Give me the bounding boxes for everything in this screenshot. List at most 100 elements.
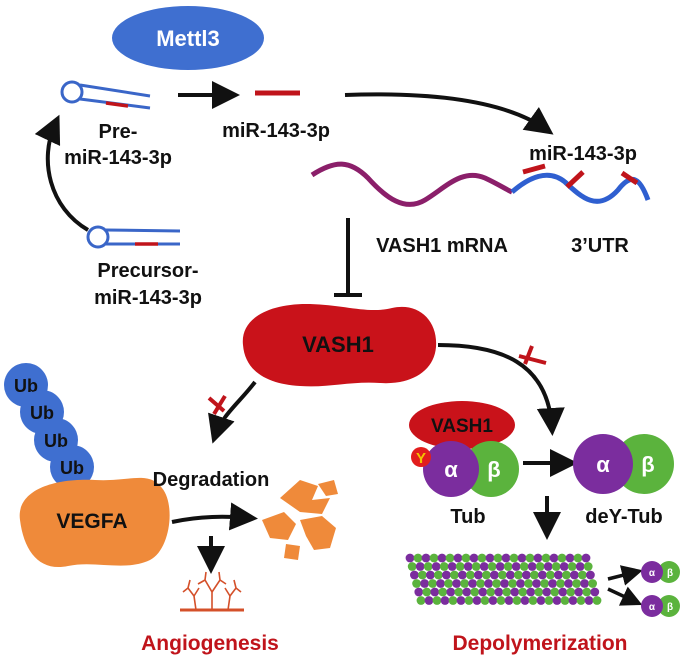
microtubule-subunit (463, 562, 473, 571)
microtubule-subunit (551, 562, 561, 571)
microtubule-subunit (533, 553, 543, 563)
microtubule-subunit (494, 587, 504, 597)
microtubule-subunit (514, 570, 523, 580)
microtubule-subunit (574, 587, 584, 597)
microtubule-subunit (524, 579, 533, 588)
microtubule-subunit (578, 570, 587, 580)
bound-mirna-2 (565, 170, 585, 189)
microtubule-subunit (549, 553, 559, 563)
microtubule-subunit (532, 579, 541, 588)
microtubule-subunit (477, 553, 487, 563)
degradation-label: Degradation (153, 469, 270, 491)
microtubule-subunit (580, 579, 589, 588)
microtubule-subunit (570, 570, 579, 580)
microtubule-subunit (540, 579, 549, 588)
inhibition-mark-tubulin-stem (518, 354, 547, 365)
microtubule-subunit (512, 596, 522, 605)
tub-beta-label: β (487, 457, 500, 482)
utr-mirna-label: miR-143-3p (529, 143, 637, 165)
microtubule-subunit (519, 562, 529, 571)
microtubule-subunit (582, 587, 592, 597)
microtubule-subunit (418, 570, 427, 580)
microtubule-subunit (421, 553, 431, 563)
vash1-label: VASH1 (302, 332, 374, 357)
microtubule-subunit (456, 596, 466, 605)
microtubule-subunit (484, 579, 493, 588)
tub-alpha (423, 441, 479, 497)
microtubule-subunit (416, 596, 426, 605)
microtubule-subunit (440, 596, 450, 605)
microtubule-subunit (526, 587, 536, 597)
vegfa-label: VEGFA (56, 510, 127, 533)
microtubule-subunit (588, 579, 597, 588)
microtubule-subunit (530, 570, 539, 580)
vash1-blob (242, 303, 437, 387)
mettl3-ellipse (112, 6, 264, 70)
microtubule-subunit (592, 596, 602, 605)
precursor-label-line1: Precursor- (97, 260, 198, 282)
microtubule-subunit (504, 596, 514, 605)
microtubule-subunit (506, 570, 515, 580)
microtubule-subunit (559, 562, 569, 571)
microtubule-subunit (518, 587, 528, 597)
microtubule-subunit (439, 562, 449, 571)
precursor-label-line2: miR-143-3p (94, 287, 202, 309)
microtubule-subunit (426, 570, 435, 580)
microtubule-subunit (492, 579, 501, 588)
microtubule-subunit (442, 570, 451, 580)
microtubule-subunit (476, 579, 485, 588)
microtubule-subunit (453, 553, 463, 563)
mature-mirna-label: miR-143-3p (222, 120, 330, 142)
free-dimer-2-alpha: α (649, 602, 656, 613)
microtubule-subunit (407, 562, 417, 571)
blood-vessel-icon (180, 571, 244, 612)
microtubule-subunit (493, 553, 503, 563)
microtubule-subunit (536, 596, 546, 605)
microtubule-subunit (474, 570, 483, 580)
arrow-precursor-to-pre (34, 114, 90, 232)
microtubule-subunit (437, 553, 447, 563)
microtubule-subunit (584, 596, 594, 605)
microtubule-subunit (429, 553, 439, 563)
arrow-mature-to-utr (344, 92, 554, 135)
free-dimer-1: α β (641, 561, 680, 583)
free-dimer-1-beta: β (667, 568, 673, 579)
microtubule-subunit (528, 596, 538, 605)
microtubule-subunit (543, 562, 553, 571)
microtubule-subunit (460, 579, 469, 588)
microtubule-subunit (576, 596, 586, 605)
microtubule-subunit (448, 596, 458, 605)
microtubule-subunit (544, 596, 554, 605)
microtubule-subunit (452, 579, 461, 588)
microtubule-subunit (455, 562, 465, 571)
microtubule-subunit (500, 579, 509, 588)
microtubule-subunit (405, 553, 415, 563)
bound-mirna-1 (522, 163, 546, 175)
microtubule-subunit (495, 562, 505, 571)
microtubule-subunit (556, 579, 565, 588)
microtubule-subunit (511, 562, 521, 571)
microtubule-subunit (413, 553, 423, 563)
microtubule-subunit (586, 570, 595, 580)
microtubule-subunit (470, 587, 480, 597)
pre-mirna-hairpin (60, 80, 151, 110)
microtubule-subunit (488, 596, 498, 605)
microtubule-subunit (471, 562, 481, 571)
microtubule-subunit (466, 570, 475, 580)
microtubule-subunit (430, 587, 440, 597)
microtubule-subunit (564, 579, 573, 588)
pre-mirna-label-line1: Pre- (99, 121, 138, 143)
arrow-to-free-dimer-2 (607, 586, 643, 606)
microtubule-subunit (535, 562, 545, 571)
microtubule-subunit (510, 587, 520, 597)
microtubule-subunit (583, 562, 593, 571)
microtubule-subunit (423, 562, 433, 571)
tub-alpha-label: α (444, 457, 458, 482)
microtubule-subunit (447, 562, 457, 571)
microtubule-subunit (541, 553, 551, 563)
tub-label: Tub (450, 506, 485, 528)
ub-3-label: Ub (44, 431, 68, 451)
microtubule-subunit (438, 587, 448, 597)
microtubule-subunit (479, 562, 489, 571)
vash1-protein: VASH1 (242, 303, 437, 387)
